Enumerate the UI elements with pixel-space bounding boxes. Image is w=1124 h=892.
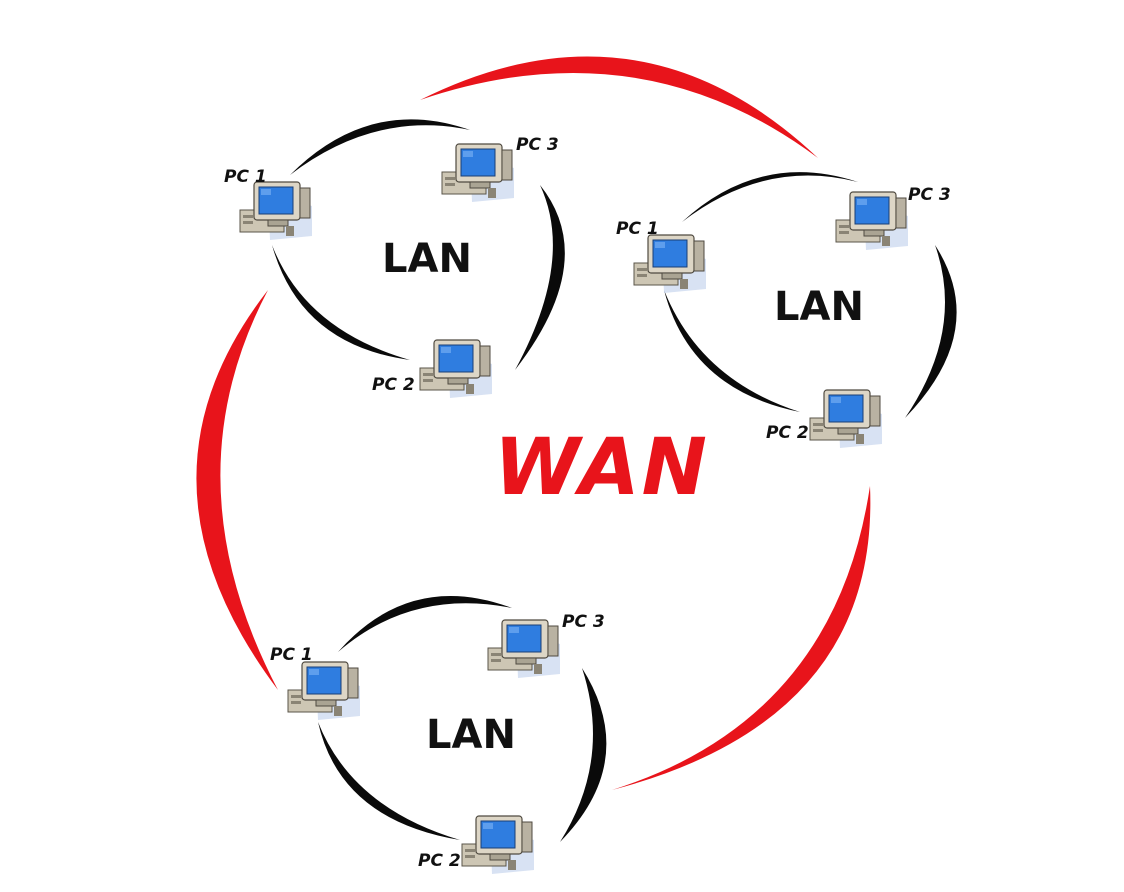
lan-2: PC 1 PC 2 PC 3 LAN [616, 172, 957, 449]
lan-3: PC 1 PC 2 PC 3 LAN [270, 595, 607, 875]
lan-label: LAN [774, 284, 864, 330]
pc-label: PC 2 [766, 423, 809, 443]
pc-label: PC 3 [516, 135, 559, 155]
pc-label: PC 2 [418, 851, 461, 871]
lan-ring [318, 595, 607, 842]
lan-ring [272, 119, 565, 370]
lan-label: LAN [426, 712, 516, 758]
pc-label: PC 3 [562, 612, 605, 632]
lan-label: LAN [382, 236, 472, 282]
wan-links [196, 56, 871, 790]
pc-label: PC 1 [270, 645, 313, 665]
desktop-computer-icon [487, 619, 561, 679]
pc-label: PC 1 [224, 167, 267, 187]
desktop-computer-icon [633, 234, 707, 294]
desktop-computer-icon [441, 143, 515, 203]
pc-label: PC 3 [908, 185, 951, 205]
desktop-computer-icon [239, 181, 313, 241]
wan-link-left [196, 290, 278, 690]
pc-label: PC 1 [616, 219, 659, 239]
wan-link-right [612, 486, 871, 790]
desktop-computer-icon [419, 339, 493, 399]
lan-ring [664, 172, 957, 418]
desktop-computer-icon [461, 815, 535, 875]
lan-1: PC 1 PC 2 PC 3 LAN [224, 119, 565, 399]
desktop-computer-icon [287, 661, 361, 721]
desktop-computer-icon [835, 191, 909, 251]
wan-link-top [420, 56, 818, 158]
wan-label: WAN [494, 423, 709, 513]
desktop-computer-icon [809, 389, 883, 449]
pc-label: PC 2 [372, 375, 415, 395]
